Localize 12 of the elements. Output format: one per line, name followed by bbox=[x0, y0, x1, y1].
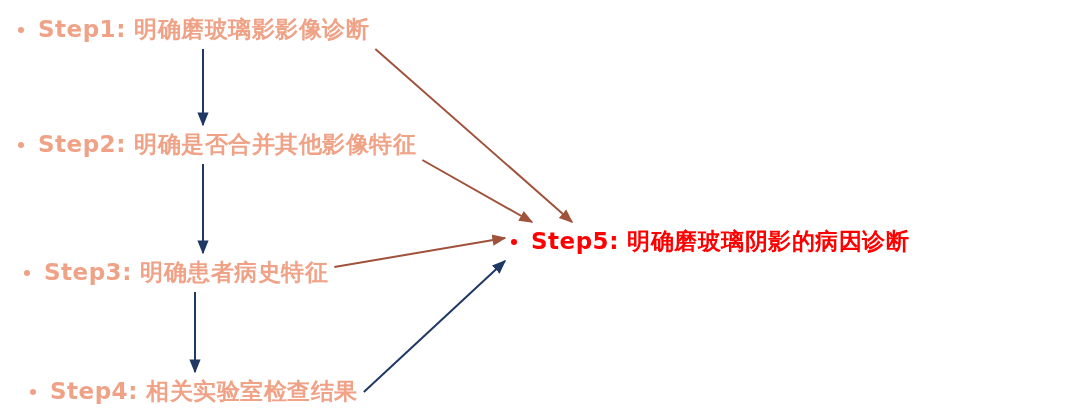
step-text: Step5: 明确磨玻璃阴影的病因诊断 bbox=[531, 227, 910, 256]
arrow bbox=[374, 48, 574, 223]
step-text: Step1: 明确磨玻璃影影像诊断 bbox=[38, 15, 370, 44]
step-text: Step3: 明确患者病史特征 bbox=[44, 258, 329, 287]
arrow bbox=[197, 163, 209, 255]
arrow bbox=[189, 291, 201, 374]
step-text: Step4: 相关实验室检查结果 bbox=[50, 377, 358, 406]
step-text: Step2: 明确是否合并其他影像特征 bbox=[38, 130, 417, 159]
arrow bbox=[197, 48, 209, 127]
arrow bbox=[362, 260, 507, 393]
arrow bbox=[421, 159, 534, 223]
arrow bbox=[333, 234, 507, 268]
